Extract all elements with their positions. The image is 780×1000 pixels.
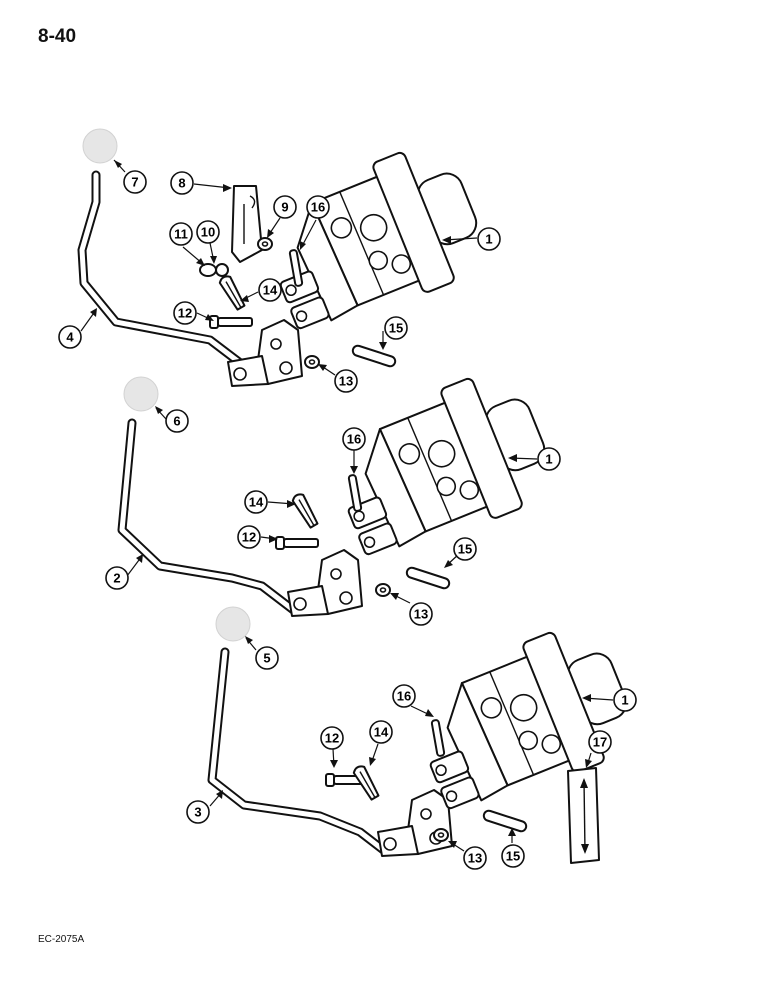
callout-13: 13	[334, 369, 358, 393]
top-knob	[82, 128, 118, 164]
bottom-control-valve	[400, 614, 646, 824]
svg-text:1: 1	[485, 232, 492, 247]
top-detent-plate	[231, 185, 263, 263]
middle-cotter-14	[290, 491, 321, 530]
top-washer-13	[304, 355, 320, 369]
svg-text:13: 13	[468, 851, 482, 866]
svg-text:8: 8	[178, 176, 185, 191]
callout-12: 12	[173, 301, 197, 325]
top-washer-9	[257, 237, 273, 251]
svg-text:7: 7	[131, 175, 138, 190]
svg-text:4: 4	[66, 330, 74, 345]
callout-1: 1	[613, 688, 637, 712]
callout-11: 11	[169, 222, 193, 246]
svg-text:13: 13	[339, 374, 353, 389]
svg-text:15: 15	[389, 321, 403, 336]
svg-text:17: 17	[593, 735, 607, 750]
callout-1: 1	[537, 447, 561, 471]
middle-pin-16	[347, 473, 363, 513]
callout-16: 16	[306, 195, 330, 219]
callout-12: 12	[237, 525, 261, 549]
top-lever-bracket	[227, 319, 303, 387]
middle-lever-bracket	[287, 549, 363, 617]
callout-5: 5	[255, 646, 279, 670]
middle-knob	[123, 376, 159, 412]
bottom-decal-17	[567, 767, 600, 864]
svg-text:3: 3	[194, 805, 201, 820]
callout-12: 12	[320, 726, 344, 750]
middle-pin-15	[404, 565, 452, 591]
svg-text:14: 14	[263, 283, 278, 298]
middle-washer-13	[375, 583, 391, 597]
callout-15: 15	[501, 844, 525, 868]
figure-code: EC-2075A	[38, 934, 85, 945]
callout-3: 3	[186, 800, 210, 824]
callout-9: 9	[273, 195, 297, 219]
svg-text:2: 2	[113, 571, 120, 586]
bottom-pin-16	[430, 718, 446, 758]
callout-4: 4	[58, 325, 82, 349]
callout-1: 1	[477, 227, 501, 251]
svg-text:1: 1	[545, 452, 552, 467]
svg-text:16: 16	[347, 432, 361, 447]
svg-text:16: 16	[397, 689, 411, 704]
svg-text:15: 15	[506, 849, 520, 864]
callout-17: 17	[588, 730, 612, 754]
svg-text:1: 1	[621, 693, 628, 708]
callout-10: 10	[196, 220, 220, 244]
leader-lines	[80, 159, 614, 852]
callout-2: 2	[105, 566, 129, 590]
callout-8: 8	[170, 171, 194, 195]
bottom-pin-15	[481, 808, 529, 834]
middle-bolt-12	[275, 536, 319, 550]
middle-assembly	[117, 360, 564, 617]
svg-text:5: 5	[263, 651, 270, 666]
top-cotter-14	[217, 273, 248, 312]
svg-text:14: 14	[249, 495, 264, 510]
callout-13: 13	[463, 846, 487, 870]
callout-14: 14	[258, 278, 282, 302]
bottom-lever-bracket	[377, 789, 453, 857]
callout-15: 15	[384, 316, 408, 340]
callout-16: 16	[342, 427, 366, 451]
bottom-assembly	[207, 606, 646, 864]
svg-text:12: 12	[178, 306, 192, 321]
callout-14: 14	[369, 720, 393, 744]
svg-text:9: 9	[281, 200, 288, 215]
callout-14: 14	[244, 490, 268, 514]
svg-text:13: 13	[414, 607, 428, 622]
middle-control-valve	[318, 360, 564, 570]
svg-text:14: 14	[374, 725, 389, 740]
callout-6: 6	[165, 409, 189, 433]
top-bolt-12	[209, 315, 253, 329]
svg-text:11: 11	[174, 227, 188, 242]
top-pin-15	[350, 343, 398, 369]
callout-7: 7	[123, 170, 147, 194]
svg-text:16: 16	[311, 200, 325, 215]
svg-text:12: 12	[242, 530, 256, 545]
bottom-washer-13	[433, 828, 449, 842]
callout-16: 16	[392, 684, 416, 708]
svg-text:6: 6	[173, 414, 180, 429]
callout-13: 13	[409, 602, 433, 626]
page-number: 8-40	[38, 26, 77, 47]
svg-text:15: 15	[458, 542, 472, 557]
svg-text:12: 12	[325, 731, 339, 746]
top-assembly	[77, 128, 496, 387]
callout-15: 15	[453, 537, 477, 561]
svg-text:10: 10	[201, 225, 215, 240]
top-wing-nut	[199, 263, 229, 277]
bottom-knob	[215, 606, 251, 642]
